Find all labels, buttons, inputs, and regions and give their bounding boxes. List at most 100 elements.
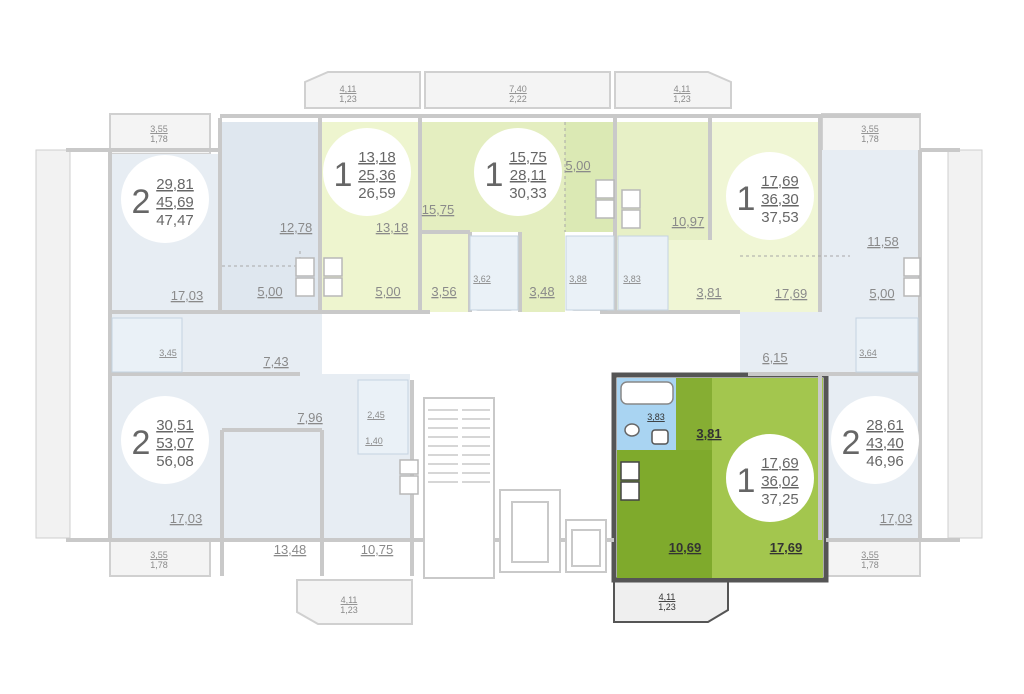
balcony-area-label: 1,78: [150, 560, 168, 570]
room-area-label: 3,81: [696, 285, 721, 300]
balcony-area-label: 7,40: [509, 84, 527, 94]
balcony-area-label: 4,11: [659, 592, 676, 602]
stair-steps: [428, 409, 490, 483]
room-area-label: 15,75: [422, 202, 455, 217]
stair-core: [423, 397, 607, 579]
stove: [903, 257, 921, 277]
badge-total-with-balcony: 37,25: [761, 491, 799, 508]
room-area-label: 3,48: [529, 284, 554, 299]
room-area-label: 3,56: [431, 284, 456, 299]
balcony[interactable]: [109, 113, 211, 155]
balcony-area-label: 2,22: [509, 94, 527, 104]
bathroom-area-label: 1,40: [365, 436, 383, 446]
bathroom-zones: [111, 235, 919, 455]
badge-circle: [726, 434, 814, 522]
stove: [295, 257, 315, 277]
room-area-label: 17,69: [770, 540, 803, 555]
badge-total-area: 36,02: [761, 473, 799, 490]
badge-total-area: 43,40: [866, 435, 904, 452]
bathroom-area-label: 3,83: [623, 274, 641, 284]
staircase: [423, 397, 495, 579]
badge-circle: [474, 128, 562, 216]
room-area-label: 17,03: [880, 511, 913, 526]
balcony-area-label: 1,23: [673, 94, 691, 104]
room-area-label: 12,78: [280, 220, 313, 235]
badge-total-area: 45,69: [156, 194, 194, 211]
counter: [295, 277, 315, 297]
badge-circle: [726, 152, 814, 240]
balcony-area-label: 1,78: [861, 560, 879, 570]
sink: [651, 429, 669, 445]
facade-hatching: [35, 149, 983, 539]
badge-total-with-balcony: 37,53: [761, 209, 799, 226]
balcony-area-label: 3,55: [150, 124, 168, 134]
badge-total-area: 28,11: [510, 167, 546, 184]
bathroom-area-label: 3,88: [569, 274, 587, 284]
bathroom-area-label: 3,64: [859, 348, 877, 358]
balcony[interactable]: [424, 71, 611, 109]
badge-living-area: 30,51: [156, 417, 194, 434]
balcony-area-label: 4,11: [674, 84, 691, 94]
balcony[interactable]: [296, 579, 413, 625]
toilet: [624, 423, 640, 437]
bathtub: [620, 381, 674, 405]
room-area-label: 10,97: [672, 214, 705, 229]
room: [420, 232, 470, 312]
room: [520, 232, 565, 312]
badge-living-area: 15,75: [509, 149, 547, 166]
room-area-label: 5,00: [869, 286, 894, 301]
badge-circle: [831, 396, 919, 484]
counter: [595, 199, 615, 219]
badge-living-area: 13,18: [358, 149, 396, 166]
badge-total-with-balcony: 26,59: [358, 185, 396, 202]
room-area-label: 10,69: [669, 540, 702, 555]
badge-rooms-count: 1: [737, 462, 756, 500]
counter: [621, 209, 641, 229]
balcony[interactable]: [304, 71, 421, 109]
balcony[interactable]: [821, 539, 921, 577]
apartment-fills: [110, 122, 920, 583]
badge-rooms-count: 2: [842, 424, 861, 462]
balcony-area-label: 1,23: [658, 602, 676, 612]
room-area-label: 17,03: [170, 511, 203, 526]
balcony-area-label: 4,11: [340, 84, 357, 94]
badge-total-area: 36,30: [761, 191, 799, 208]
balcony-area-label: 1,23: [339, 94, 357, 104]
balcony-area-label: 1,78: [150, 134, 168, 144]
balcony-labels: 4,111,237,402,224,111,233,551,783,551,78…: [150, 84, 879, 615]
balcony-area-label: 3,55: [861, 124, 879, 134]
balcony-area-label: 4,11: [341, 595, 358, 605]
stove: [399, 475, 419, 495]
badge-circle: [323, 128, 411, 216]
balcony[interactable]: [614, 71, 732, 109]
room-area-label: 13,18: [376, 220, 409, 235]
balcony-area-label: 1,23: [340, 605, 358, 615]
badge-rooms-count: 2: [132, 424, 151, 462]
stove: [621, 189, 641, 209]
badge-rooms-count: 1: [485, 156, 504, 194]
room-area-label: 17,03: [171, 288, 204, 303]
room-area-label: 17,69: [775, 286, 808, 301]
badge-living-area: 17,69: [761, 455, 799, 472]
badge-total-area: 25,36: [358, 167, 396, 184]
bathroom-area-label: 3,62: [473, 274, 491, 284]
counter: [620, 461, 640, 481]
badge-total-with-balcony: 56,08: [156, 453, 194, 470]
badge-total-with-balcony: 47,47: [156, 212, 194, 229]
badge-living-area: 28,61: [866, 417, 904, 434]
bathroom-area-label: 2,45: [367, 410, 385, 420]
room-area-label: 13,48: [274, 542, 307, 557]
bathroom-area-label: 3,83: [647, 412, 665, 422]
badge-circle: [121, 155, 209, 243]
